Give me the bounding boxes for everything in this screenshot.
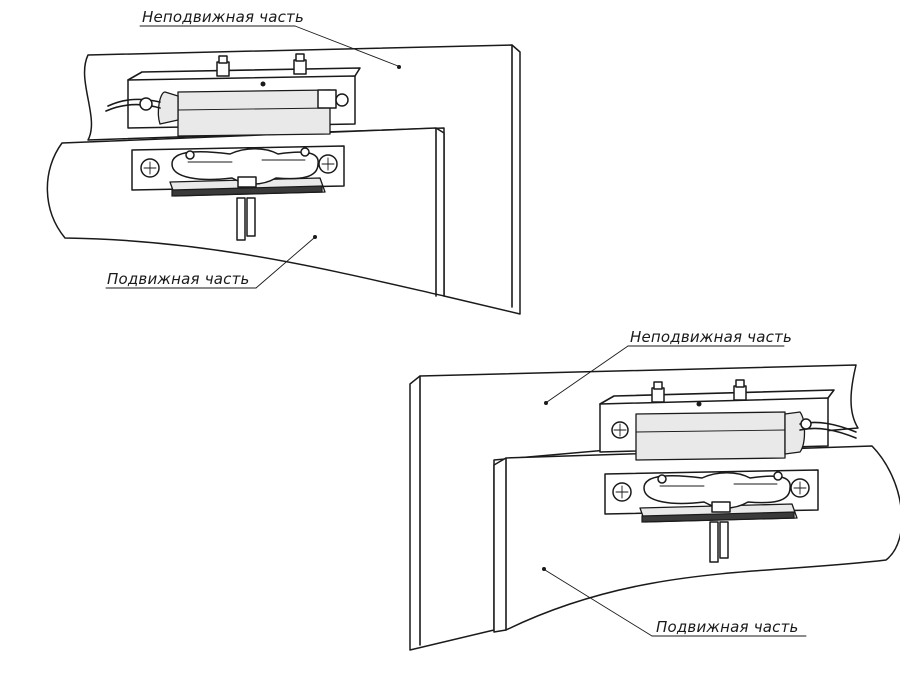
top-moving-leader: Подвижная часть bbox=[105, 235, 317, 289]
bottom-lower-mount bbox=[604, 469, 819, 563]
bottom-assembly: Неподвижная часть Подвижная часть bbox=[409, 328, 900, 651]
bottom-fixed-label: Неподвижная часть bbox=[630, 328, 792, 346]
bottom-moving-label: Подвижная часть bbox=[656, 618, 799, 636]
top-fixed-label: Неподвижная часть bbox=[142, 8, 304, 26]
top-moving-label: Подвижная часть bbox=[107, 270, 250, 288]
bottom-moving-leader: Подвижная часть bbox=[542, 567, 807, 637]
top-fixed-leader: Неподвижная часть bbox=[139, 8, 401, 69]
top-upper-bracket bbox=[105, 53, 361, 137]
top-lower-mount bbox=[131, 145, 345, 241]
bottom-upper-bracket bbox=[599, 379, 857, 461]
top-assembly: Неподвижная часть Подвижная часть bbox=[46, 8, 521, 315]
bottom-fixed-leader: Неподвижная часть bbox=[544, 328, 792, 405]
